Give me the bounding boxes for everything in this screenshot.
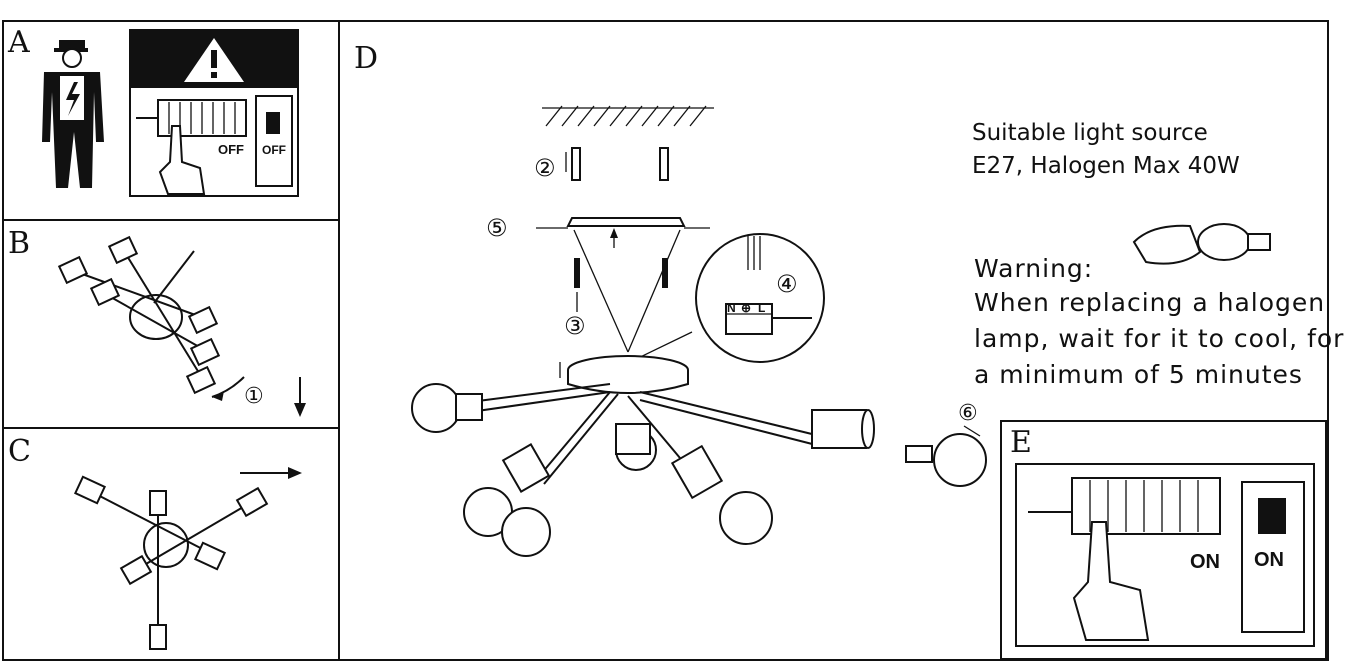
step-5-marker: ⑤ [486,214,508,242]
panel-b: B ① [2,219,340,429]
panel-d: D ② ⑤ ③ [338,20,1343,661]
warning-line-1: When replacing a halogen [974,288,1326,317]
panel-c: C [2,427,340,661]
down-arrow-icon [294,377,306,417]
wiring-callout [629,233,825,363]
warning-line-3: a minimum of 5 minutes [974,360,1303,389]
light-source-title: Suitable light source [972,120,1208,146]
terminal-ground-label: ⊕ [741,301,751,315]
step-4-marker: ④ [776,270,798,298]
hand-pointer-icon [158,125,206,195]
right-arrow-icon [240,467,302,479]
wall-plug-icon [565,147,669,181]
screw-icon [574,258,668,312]
panel-a-drawing: OFF OFF [42,29,299,197]
panel-c-drawing [73,467,302,650]
warning-title: Warning: [974,254,1094,283]
panel-e-letter: E [1010,425,1032,460]
panel-b-drawing: ① [57,235,306,417]
panel-d-drawing: ② ⑤ ③ ④ N ⊕ L [411,105,1271,557]
breaker-on-label: ON [1190,551,1220,573]
step-6-marker: ⑥ [958,401,978,426]
panel-c-letter: C [8,434,31,469]
panel-e: E ON ON [1000,420,1327,660]
step-1-marker: ① [244,384,264,409]
terminal-n-label: N [727,301,736,315]
light-source-spec: E27, Halogen Max 40W [972,153,1240,179]
fixture-side-view [57,235,221,395]
fixture-top-view [73,475,269,650]
electrician-icon [42,40,104,188]
ceiling-hatch [542,105,714,127]
fixture-assembled [411,355,875,557]
panel-a-letter: A [8,25,30,60]
step-3-marker: ③ [564,312,586,340]
warning-line-2: lamp, wait for it to cool, for [974,324,1345,353]
terminal-l-label: L [758,301,765,315]
switch-on-label: ON [1254,549,1284,571]
hand-pointer-icon [1072,521,1150,641]
panel-a: A [2,20,340,221]
step-2-marker: ② [534,154,556,182]
panel-e-drawing: ON ON [1015,463,1315,647]
hand-holding-bulb-icon [1132,223,1271,265]
panel-b-letter: B [8,226,31,261]
light-bulb-icon [905,425,987,487]
panel-d-letter: D [354,41,379,76]
breaker-box [129,29,299,197]
breaker-off-label: OFF [218,142,244,157]
switch-off-label: OFF [262,143,286,157]
